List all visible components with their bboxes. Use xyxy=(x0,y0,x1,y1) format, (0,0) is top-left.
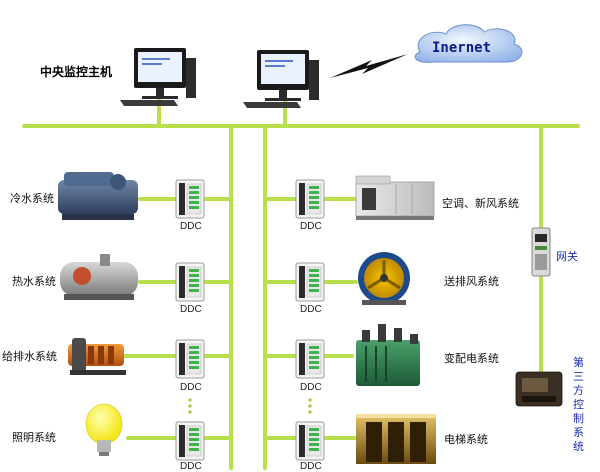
system-label-water-supply-drainage: 给排水系统 xyxy=(2,349,57,363)
ddc-controller-right-4 xyxy=(295,421,325,461)
ddc-label: DDC xyxy=(300,382,322,393)
system-label-elevator: 电梯系统 xyxy=(444,433,488,446)
transformer-icon xyxy=(356,324,420,386)
chiller-icon xyxy=(58,172,138,220)
ddc-label: DDC xyxy=(180,304,202,315)
host-label: 中央监控主机 xyxy=(40,64,112,79)
system-label-supply-exhaust-air: 送排风系统 xyxy=(444,274,499,288)
ddc-controller-left-4 xyxy=(175,421,205,461)
ddc-label: DDC xyxy=(300,304,322,315)
system-label-air-conditioning-fresh-air: 空调、新风系统 xyxy=(442,196,519,210)
central-host-computer-2 xyxy=(243,50,319,108)
pump-icon xyxy=(68,338,126,375)
ddc-controller-left-3 xyxy=(175,339,205,379)
ddc-label: DDC xyxy=(300,221,322,232)
fan-icon xyxy=(358,252,410,305)
ddc-controller-right-3 xyxy=(295,339,325,379)
system-label-hot-water: 热水系统 xyxy=(12,275,56,288)
controller-icon xyxy=(515,371,563,407)
ddc-label: DDC xyxy=(300,461,322,472)
ddc-controller-right-2 xyxy=(295,262,325,302)
ddc-label: DDC xyxy=(180,461,202,472)
ddc-controller-left-1 xyxy=(175,179,205,219)
svg-text:系: 系 xyxy=(573,426,584,439)
wireless-link-icon xyxy=(330,54,408,78)
third-party-label: 第 三 方 控 制 系 统 xyxy=(573,355,584,453)
light-bulb-icon xyxy=(85,403,123,456)
air-handler-icon xyxy=(355,175,435,220)
central-host-computer-1 xyxy=(120,48,196,106)
continuation-dots-right xyxy=(308,398,312,414)
system-label-chilled-water: 冷水系统 xyxy=(10,192,54,205)
system-label-power-distribution: 变配电系统 xyxy=(444,351,499,365)
ddc-label: DDC xyxy=(180,221,202,232)
svg-text:方: 方 xyxy=(573,383,584,397)
svg-text:制: 制 xyxy=(573,412,584,425)
gateway-label: 网关 xyxy=(556,249,578,263)
elevator-icon xyxy=(356,414,436,464)
svg-text:统: 统 xyxy=(573,440,584,453)
boiler-icon xyxy=(60,254,138,300)
system-label-lighting: 照明系统 xyxy=(12,431,56,444)
internet-cloud-icon xyxy=(414,24,523,63)
ddc-label: DDC xyxy=(180,382,202,393)
ddc-controller-left-2 xyxy=(175,262,205,302)
continuation-dots-left xyxy=(188,398,192,414)
internet-label: Inernet xyxy=(432,40,491,56)
svg-text:控: 控 xyxy=(573,397,584,411)
ddc-controller-right-1 xyxy=(295,179,325,219)
svg-text:三: 三 xyxy=(573,370,584,383)
gateway-icon xyxy=(531,227,551,277)
svg-text:第: 第 xyxy=(573,355,584,369)
